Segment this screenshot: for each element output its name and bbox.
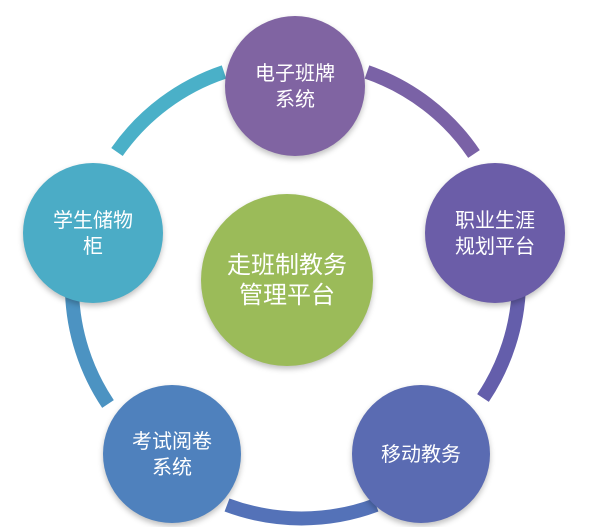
node-student-lockers: 学生储物 柜: [23, 163, 163, 303]
node-mobile-academic-affairs: 移动教务: [352, 385, 490, 523]
node-exam-grading-system: 考试阅卷 系统: [103, 385, 241, 523]
arc-left-top: [111, 65, 227, 157]
node-label: 考试阅卷 系统: [132, 429, 212, 479]
center-node: 走班制教务 管理平台: [201, 194, 373, 366]
center-node-label: 走班制教务 管理平台: [227, 251, 347, 309]
node-label: 职业生涯 规划平台: [455, 208, 535, 258]
node-label: 学生储物 柜: [53, 208, 133, 258]
node-electronic-class-board: 电子班牌 系统: [225, 16, 365, 156]
arc-br-bl: [224, 498, 379, 526]
node-label: 移动教务: [381, 442, 461, 466]
arc-right-br: [477, 285, 526, 402]
node-career-planning: 职业生涯 规划平台: [425, 163, 565, 303]
arc-top-right: [364, 65, 480, 158]
arc-bl-left: [65, 291, 114, 408]
node-label: 电子班牌 系统: [255, 61, 335, 111]
